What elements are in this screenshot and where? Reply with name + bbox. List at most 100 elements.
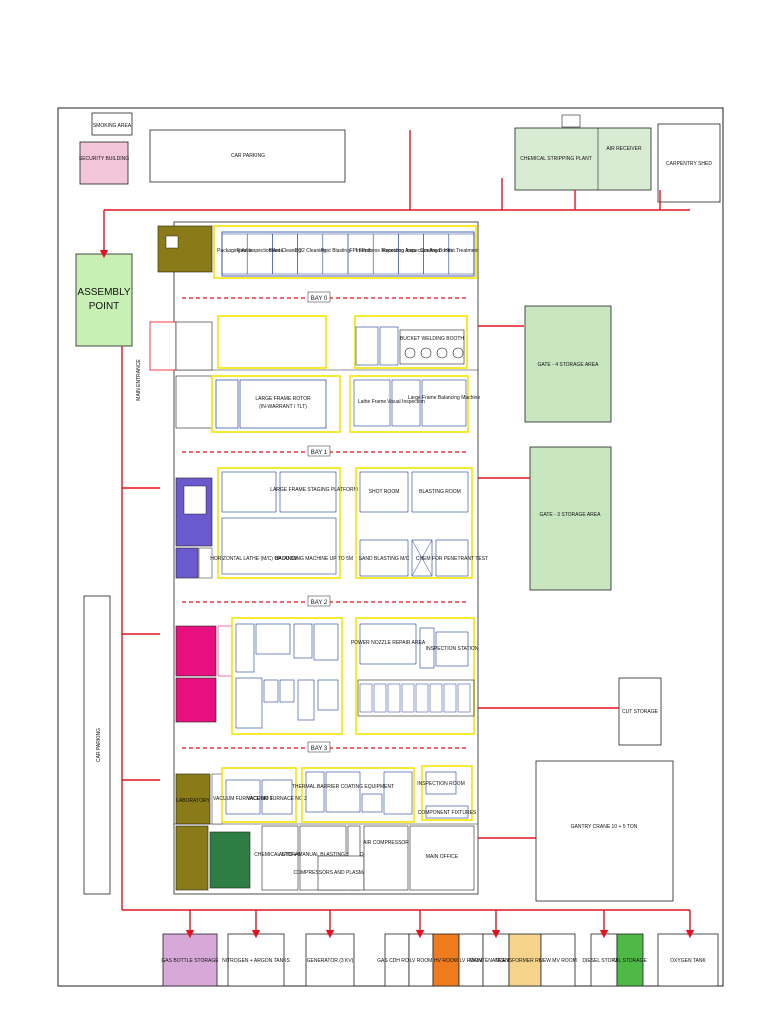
diesel-storage-label: DIESEL STORAGE [582, 958, 626, 964]
vacuum-furnace2-label: VACUUM FURNACE NO 2 [247, 796, 307, 802]
bucket-welding-label: BUCKET WELDING BOOTH [400, 336, 464, 342]
booth-cell [457, 683, 471, 713]
booth-row [359, 683, 471, 713]
gas-bottle-label: GAS BOTTLE STORAGE [161, 958, 219, 964]
car-parking-top-label: CAR PARKING [231, 153, 265, 159]
oil-storage [616, 933, 644, 987]
booth-cell [359, 683, 373, 713]
gas-room [384, 933, 410, 987]
balancing-machine-zone [217, 467, 341, 579]
lab-room [175, 773, 211, 825]
air-receiver-label: AIR RECEIVER [606, 146, 642, 152]
gate3-label: GATE - 3 STORAGE AREA [540, 512, 602, 518]
bay0-cell-label: Packaging Area [217, 248, 252, 254]
bay0-cell-label: Post Blasting [321, 248, 350, 254]
office-block-top [157, 225, 213, 273]
sand-blasting-label: SAND BLASTING M/C [359, 556, 410, 562]
chemical-stripping-plant [514, 127, 652, 191]
new-mv-room [540, 933, 576, 987]
transformer-room [508, 933, 542, 987]
lv-room-label: LV ROOM [410, 958, 433, 964]
nitrogen-argon-label: NITROGEN + ARGON TANKS [222, 958, 290, 964]
booth-cell [443, 683, 457, 713]
bay0-cell-label: FPI Booth [349, 248, 371, 254]
inspection-station-label: INSPECTION STATION [426, 646, 479, 652]
car-parking-left [83, 595, 111, 895]
blasting-zone [355, 467, 473, 579]
large-frame-balancing-label: Large Frame Balancing Machine [408, 395, 480, 401]
bay0-cell-label: Receiving Inspection Area [382, 248, 440, 254]
gate-3-storage [529, 446, 612, 591]
vacuum-furnace1-label: VACUUM FURNACE NO 1 [213, 796, 273, 802]
gate4-label: GATE - 4 STORAGE AREA [538, 362, 600, 368]
blasting-room-label: BLASTING ROOM [419, 489, 461, 495]
large-frame-stand-label: LARGE FRAME STAGING PLATFORM [270, 487, 358, 493]
assembly-point [75, 253, 133, 347]
gantry-crane-label: GANTRY CRANE 10 + 5 TON [571, 824, 638, 830]
booth-cell [415, 683, 429, 713]
power-nozzle-label: POWER NOZZLE REPAIR AREA [351, 640, 426, 646]
shot-room-label: SHOT ROOM [369, 489, 400, 495]
cut-storage [618, 677, 662, 746]
main-office-label: MAIN OFFICE [426, 854, 459, 860]
horizontal-lathe-label: HORIZONTAL LATHE (M/C) UP TO 5M [210, 556, 297, 562]
cut-storage-label: CUT STORAGE [622, 709, 659, 715]
car-parking-left-label: CAR PARKING [96, 728, 102, 762]
bay0-cell-label: Blast Cleaning [269, 248, 301, 254]
gas-room-label: GAS CDH ROOM [377, 958, 417, 964]
security-building [79, 141, 129, 185]
lv-room-2 [458, 933, 484, 987]
bay0-cell-label: CO2 Cleaning [294, 248, 326, 254]
maint-room-label: MAINTENANCE ROOM [469, 958, 522, 964]
booth-cell [387, 683, 401, 713]
bay0-zone [213, 225, 477, 279]
bay0-cell-label: In-Process Inspection Area [356, 248, 416, 254]
new-mv-label: NEW MV ROOM [539, 958, 577, 964]
carpentry-shed-label: CARPENTRY SHED [666, 161, 712, 167]
inspection-room-zone [421, 765, 473, 821]
component-fixtures-label: COMPONENT FIXTURES [418, 810, 477, 816]
hv-room-label: HV ROOM [434, 958, 458, 964]
carpentry-shed [657, 123, 721, 203]
security-building-label: SECURITY BUILDING [79, 156, 129, 162]
air-compressor-label: AIR COMPRESSOR [363, 840, 409, 846]
booth-cell [429, 683, 443, 713]
smoking-area-label: SMOKING AREA [93, 123, 132, 129]
vacuum-furnace-zone [221, 767, 297, 823]
large-frame-zone [211, 375, 341, 433]
car-parking-top [149, 129, 346, 183]
bay1-label: BAY 1 [311, 450, 328, 456]
generator-label: GENERATOR (3 KV) [307, 958, 354, 964]
chemical-stripping-label: CHEMICAL STRIPPING PLANT [520, 156, 592, 162]
magenta-room-bottom [175, 677, 217, 723]
bay3-label: BAY 3 [311, 746, 328, 752]
bay0-label: BAY 0 [311, 296, 328, 302]
machining-zone [231, 617, 343, 735]
bay0-cell-label: Heat Treatment [444, 248, 479, 254]
lathe-frame-label: Lathe Frame [358, 399, 387, 405]
oil-storage-label: OIL STORAGE [613, 958, 647, 964]
bay0-cell-label: Coating Booth [420, 248, 452, 254]
green-room [209, 831, 251, 889]
balancing-machine-label: BALANCING MACHINE UP TO 5M [275, 556, 353, 562]
maintenance-room [482, 933, 510, 987]
oxygen-tank-label: OXYGEN TANK [670, 958, 706, 964]
stairs-block [175, 825, 209, 891]
evacuation-routes [99, 130, 695, 939]
oxygen-tank [657, 933, 719, 987]
main-entrance-label: MAIN ENTRANCE [136, 359, 142, 401]
gate-4-storage [524, 305, 612, 423]
hv-room [432, 933, 460, 987]
bay0-cell [448, 233, 475, 275]
thermal-barrier-zone [301, 767, 415, 823]
thermal-barrier-label: THERMAL BARRIER COATING EQUIPMENT [292, 784, 394, 790]
bucket-welding-area [354, 315, 468, 369]
chemical-storage-label: CHEMICAL STORAGE [254, 852, 306, 858]
balancing-zone [349, 375, 469, 433]
gas-bottle-storage [162, 933, 218, 987]
booth-cell [401, 683, 415, 713]
generator [305, 933, 355, 987]
